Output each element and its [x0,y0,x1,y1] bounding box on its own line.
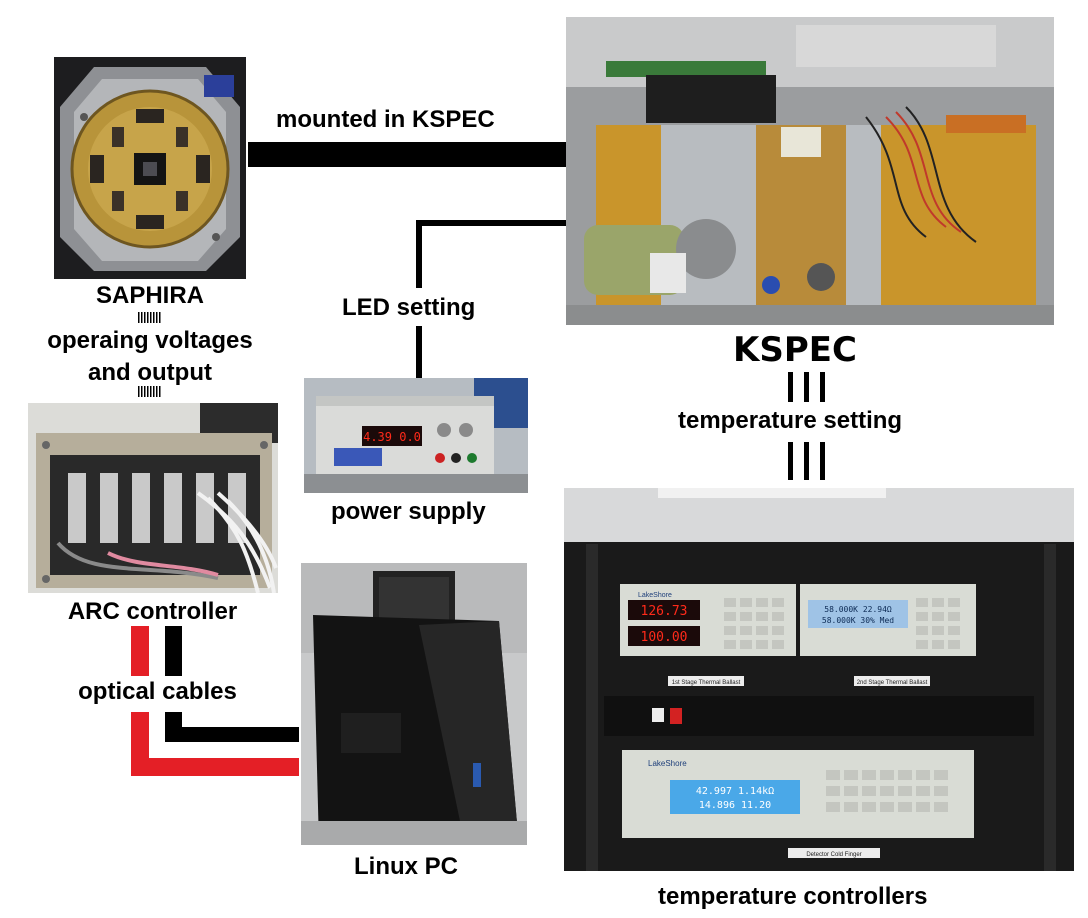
arc-controller-photo [28,403,278,593]
kspec-photo [566,17,1054,325]
optical-cable-red-upper [131,626,149,676]
optical-cable-black-lower-h [165,727,299,742]
arc-controller-label: ARC controller [67,598,238,625]
tc2-display-bottom: 58.000K 30% Med [822,616,894,625]
tc1-caption: 1st Stage Thermal Ballast [672,680,741,686]
connector-saphira-kspec [248,142,568,167]
tc1-brand: LakeShore [638,592,672,599]
connector-led-upper [416,220,422,288]
connector-kspec-temp-upper-1 [788,372,793,402]
optical-cable-red-lower-h [131,758,299,776]
connector-led-horizontal [416,220,568,226]
linux-pc-label: Linux PC [354,853,459,880]
optical-cables-label: optical cables [78,678,237,705]
tc2-display-top: 58.000K 22.94Ω [824,605,892,614]
optical-cable-black-upper [165,626,182,676]
power-supply-photo: 4.39 0.0 [304,378,528,493]
power-supply-label: power supply [331,498,486,525]
linux-pc-photo [301,563,527,845]
connector-saphira-voltage-top [138,312,162,323]
saphira-label: SAPHIRA [95,282,204,309]
connector-saphira-voltage-bottom [138,386,162,397]
tc1-display-bottom: 100.00 [641,630,688,645]
tc3-caption: Detector Cold Finger [806,852,861,858]
temperature-controllers-photo: LakeShore 126.73 100.00 1st Stage Therma… [564,488,1074,871]
mounted-in-kspec-label: mounted in KSPEC [276,106,495,133]
temperature-controllers-label: temperature controllers [658,883,928,910]
tc1-display-top: 126.73 [641,604,688,619]
connector-kspec-temp-upper-2 [804,372,809,402]
psu-display-readout: 4.39 0.0 [363,430,421,444]
tc3-brand: LakeShore [648,759,687,768]
tc3-display-bottom: 14.896 11.20 [699,800,771,811]
connector-kspec-temp-lower-2 [804,442,809,480]
connector-kspec-temp-upper-3 [820,372,825,402]
led-setting-label: LED setting [342,294,476,321]
kspec-label: KSPEC [733,330,857,370]
saphira-photo [54,57,246,279]
tc2-caption: 2nd Stage Thermal Ballast [857,680,928,686]
operating-voltages-label: operaing voltages and output [47,327,253,386]
connector-kspec-temp-lower-3 [820,442,825,480]
tc3-display-top: 42.997 1.14kΩ [696,786,774,797]
connector-led-lower [416,326,422,378]
temperature-setting-label: temperature setting [678,407,903,434]
connector-kspec-temp-lower-1 [788,442,793,480]
